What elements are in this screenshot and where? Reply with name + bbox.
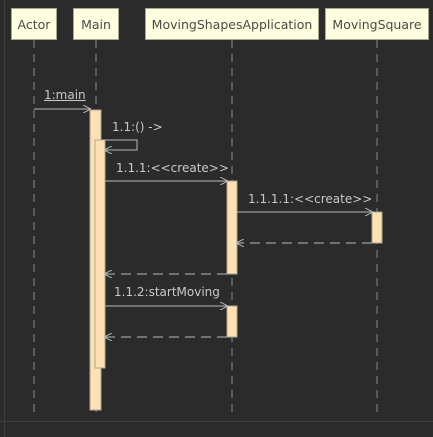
frame-left-border <box>4 0 5 437</box>
activation-moving-shapes-application-2 <box>226 305 238 338</box>
message-label-create-square: 1.1.1.1:<<create>> <box>248 192 373 206</box>
message-label-create-app: 1.1.1:<<create>> <box>116 161 229 175</box>
participant-moving-shapes-application-label: MovingShapesApplication <box>151 16 313 32</box>
participant-actor[interactable]: Actor <box>11 8 57 40</box>
participant-moving-square[interactable]: MovingSquare <box>325 8 429 40</box>
participant-main-label: Main <box>81 16 111 32</box>
message-label-self-call: 1.1:() -> <box>112 120 163 134</box>
activation-moving-square <box>371 211 383 244</box>
participant-main[interactable]: Main <box>73 8 119 40</box>
activation-moving-shapes-application-1 <box>226 180 238 275</box>
activation-main-nested <box>94 139 106 369</box>
frame-bottom-border <box>0 421 433 422</box>
message-label-start-moving: 1.1.2:startMoving <box>114 285 220 299</box>
message-arrow-self-call <box>101 139 138 150</box>
message-label-main: 1:main <box>44 88 86 102</box>
participant-actor-label: Actor <box>17 16 51 32</box>
participant-moving-shapes-application[interactable]: MovingShapesApplication <box>145 8 319 40</box>
participant-moving-square-label: MovingSquare <box>332 16 422 32</box>
